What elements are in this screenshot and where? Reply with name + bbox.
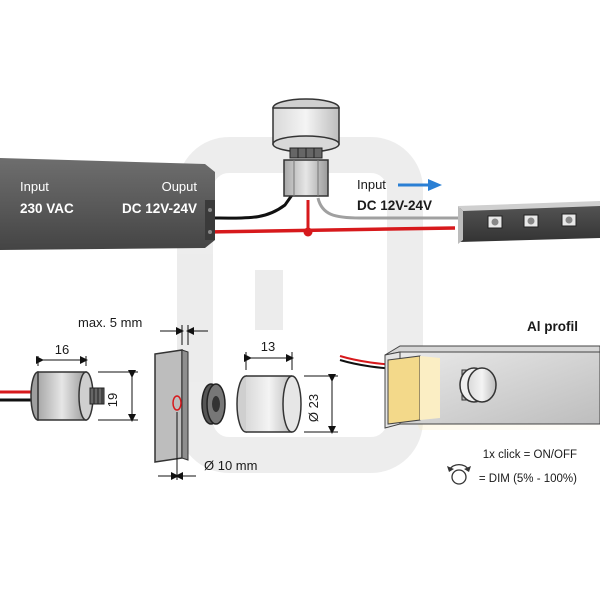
dim-10mm: Ø 10 mm bbox=[158, 412, 257, 480]
red-wire bbox=[204, 226, 456, 234]
led-strip bbox=[458, 201, 600, 244]
dim-23: Ø 23 bbox=[304, 374, 338, 434]
led-chip-2 bbox=[523, 214, 539, 228]
black-wire bbox=[204, 194, 294, 220]
dimmer-body bbox=[30, 371, 105, 421]
al-profile: Al profil bbox=[339, 319, 600, 430]
psu-output-label: Ouput bbox=[162, 179, 198, 194]
dim-13: 13 bbox=[244, 339, 294, 370]
strip-input-label: Input bbox=[357, 177, 386, 192]
wires-top bbox=[204, 194, 458, 237]
nut bbox=[201, 383, 226, 425]
psu-input-value: 230 VAC bbox=[20, 201, 74, 216]
led-chip-3 bbox=[561, 213, 577, 227]
arrow-right-icon bbox=[398, 179, 442, 191]
knob bbox=[236, 375, 302, 433]
rotate-icon bbox=[447, 464, 471, 485]
dim-max-5mm-label: max. 5 mm bbox=[78, 315, 142, 330]
strip-input: Input DC 12V-24V bbox=[357, 177, 442, 213]
dim-10mm-label: Ø 10 mm bbox=[204, 458, 257, 473]
led-chip-1 bbox=[487, 215, 503, 229]
dim-19: 19 bbox=[98, 370, 138, 422]
gray-wire bbox=[316, 197, 458, 220]
control-legend: 1x click = ON/OFF = DIM (5% - 100%) bbox=[447, 449, 577, 485]
dim-max-5mm: max. 5 mm bbox=[78, 315, 208, 345]
psu-input-label: Input bbox=[20, 179, 49, 194]
dimmer-assembled bbox=[272, 98, 340, 197]
junction-dot bbox=[303, 227, 313, 237]
mounting-plate bbox=[154, 349, 189, 463]
click-legend: 1x click = ON/OFF bbox=[483, 449, 577, 461]
psu-output-value: DC 12V-24V bbox=[122, 201, 197, 216]
strip-input-value: DC 12V-24V bbox=[357, 198, 432, 213]
dim-16: 16 bbox=[36, 342, 88, 366]
profile-title: Al profil bbox=[527, 319, 578, 334]
dim-19-label: 19 bbox=[105, 393, 120, 407]
dim-legend: = DIM (5% - 100%) bbox=[479, 473, 577, 485]
dim-13-label: 13 bbox=[261, 339, 275, 354]
power-supply: Input 230 VAC Ouput DC 12V-24V bbox=[0, 158, 215, 250]
dim-23-label: Ø 23 bbox=[306, 394, 321, 422]
dim-16-label: 16 bbox=[55, 342, 69, 357]
